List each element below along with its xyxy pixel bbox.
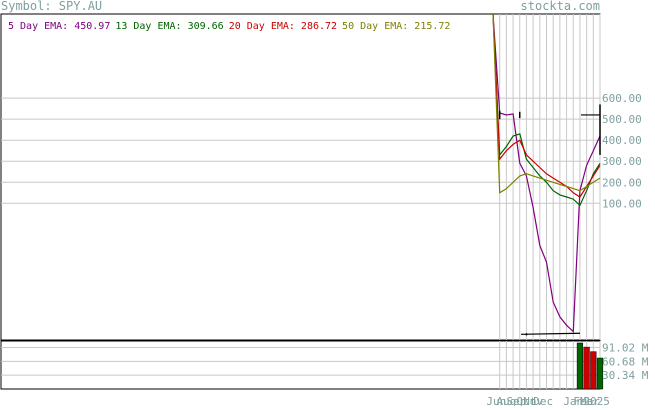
x-tick-label: Mar bbox=[580, 395, 600, 406]
volume-bar bbox=[583, 346, 590, 390]
volume-y-tick-label: 91.02 M bbox=[602, 342, 649, 355]
series-line-ema-2 bbox=[492, 13, 601, 198]
y-tick-label: 500.00 bbox=[602, 113, 642, 126]
y-tick-label: 200.00 bbox=[602, 176, 642, 189]
series-line-ema-3 bbox=[492, 13, 601, 194]
series-line-ema-0 bbox=[492, 13, 601, 333]
volume-bar bbox=[596, 357, 604, 390]
symbol-label: Symbol: SPY.AU bbox=[1, 0, 103, 13]
volume-bar bbox=[576, 342, 584, 390]
y-tick-label: 600.00 bbox=[602, 92, 642, 105]
legend-entry-2: 20 Day EMA: 286.72 bbox=[229, 21, 337, 32]
x-tick-label: 2025 bbox=[583, 395, 610, 406]
x-tick-label: Sep bbox=[506, 395, 526, 406]
price-level-line bbox=[520, 332, 581, 335]
x-tick-label: Feb bbox=[573, 395, 593, 406]
x-tick-label: Nov bbox=[523, 395, 543, 406]
volume-y-tick-label: 60.68 M bbox=[602, 355, 649, 368]
legend-entry-0: 5 Day EMA: 450.97 bbox=[8, 21, 110, 32]
site-name: stockta.com bbox=[520, 0, 600, 13]
x-tick-label: Aug bbox=[496, 395, 516, 406]
x-tick-label: Oct bbox=[517, 395, 537, 406]
volume-panel-frame bbox=[0, 340, 601, 390]
legend-entry-1: 13 Day EMA: 309.66 bbox=[115, 21, 223, 32]
legend-entry-3: 50 Day EMA: 215.72 bbox=[342, 21, 450, 32]
main-panel-frame bbox=[0, 13, 601, 341]
x-tick-label: Jan bbox=[563, 395, 583, 406]
y-tick-label: 100.00 bbox=[602, 197, 642, 210]
x-tick-label: Jun bbox=[486, 395, 506, 406]
y-tick-label: 400.00 bbox=[602, 134, 642, 147]
y-tick-label: 300.00 bbox=[602, 155, 642, 168]
volume-bar bbox=[590, 351, 597, 390]
series-line-ema-1 bbox=[492, 13, 601, 207]
volume-y-tick-label: 30.34 M bbox=[602, 369, 649, 382]
x-tick-label: Dec bbox=[533, 395, 553, 406]
